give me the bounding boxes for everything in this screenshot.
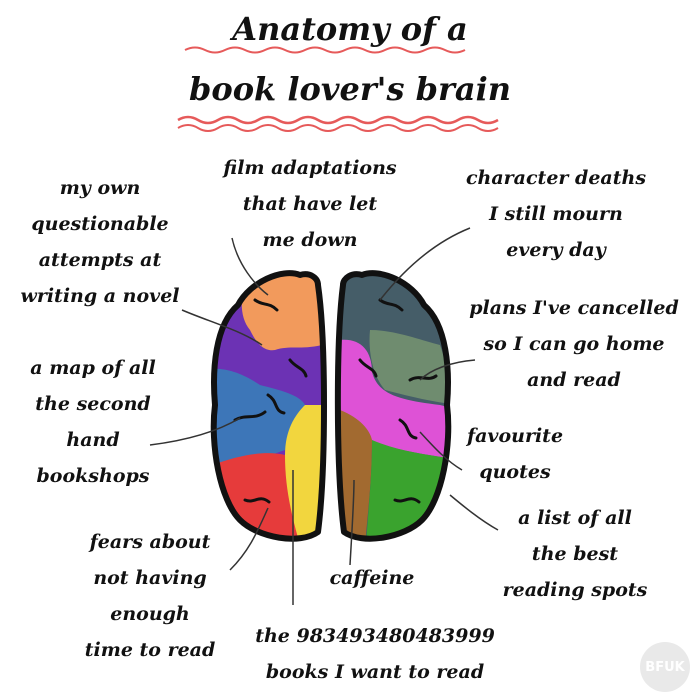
leader-map [149,417,241,446]
title-line-1: Anatomy of a [232,10,468,48]
region-cancelled-plans [369,330,449,405]
leader-deaths [379,227,471,301]
leader-lines [149,227,499,605]
label-second-hand-map: a map of all the second hand bookshops [30,357,156,487]
label-character-deaths: character deaths I still mourn every day [465,167,647,261]
title-underline-2 [177,115,499,125]
leader-spots [449,494,499,531]
region-books-to-read [285,405,324,539]
label-caffeine: caffeine [329,567,415,589]
leader-fears [229,507,269,571]
watermark-logo: BFUK [640,642,690,692]
leader-film [231,237,269,296]
title-underline-3 [177,124,499,132]
label-film-adaptations: film adaptations that have let me down [223,157,397,251]
label-fears-time: fears about not having enough time to re… [84,531,216,661]
right-hemisphere [334,270,452,542]
label-reading-spots: a list of all the best reading spots [502,507,648,601]
title-underline-1 [184,46,466,54]
label-cancelled-plans: plans I've cancelled so I can go home an… [469,297,679,391]
label-favourite-quotes: favourite quotes [466,425,564,483]
region-second-hand-map [213,368,305,480]
leader-plans [419,359,476,381]
label-questionable-novel: my own questionable attempts at writing … [20,177,180,307]
leader-caffeine [349,479,355,566]
leader-quotes [419,431,463,471]
label-books-to-read: the 983493480483999 books I want to read [255,625,495,683]
leader-novel [181,309,263,346]
title-line-2: book lover's brain [188,70,512,108]
